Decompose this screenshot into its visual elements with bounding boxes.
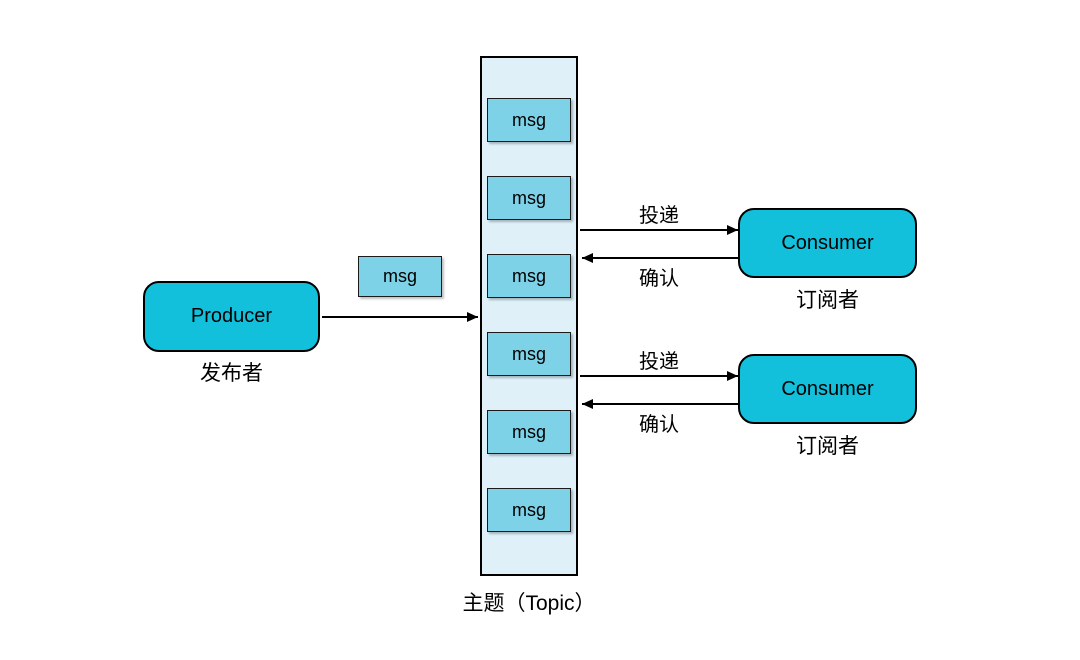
consumer-2-label: Consumer [781, 377, 874, 400]
deliver-label-consumer-1: 投递 [639, 205, 679, 227]
consumer-1-caption: 订阅者 [796, 289, 859, 312]
topic-msg-box: msg [487, 488, 571, 532]
topic-msg-box: msg [487, 98, 571, 142]
consumer-1-label: Consumer [781, 231, 874, 254]
consumer-2-node: Consumer [738, 354, 917, 424]
topic-msg-box: msg [487, 176, 571, 220]
ack-label-consumer-1: 确认 [639, 268, 679, 290]
producer-to-topic-arrow [322, 312, 478, 322]
topic-msg-box: msg [487, 254, 571, 298]
topic-caption: 主题（Topic） [462, 592, 596, 615]
consumer-1-to-topic-arrow [582, 253, 738, 263]
producer-label: Producer [190, 305, 273, 327]
topic-to-consumer-1-arrow [580, 225, 738, 235]
producer-caption: 发布者 [200, 362, 263, 385]
topic-msg-box: msg [487, 332, 571, 376]
consumer-2-to-topic-arrow [582, 399, 738, 409]
floating-msg-box: msg [358, 256, 442, 297]
consumer-2-caption: 订阅者 [796, 435, 859, 458]
topic-to-consumer-2-arrow [580, 371, 738, 381]
ack-label-consumer-2: 确认 [639, 414, 679, 436]
producer-node: Producer [143, 281, 320, 352]
topic-msg-box: msg [487, 410, 571, 454]
consumer-1-node: Consumer [738, 208, 917, 278]
topic-container: msg msg msg msg msg msg [480, 56, 578, 576]
deliver-label-consumer-2: 投递 [639, 351, 679, 373]
